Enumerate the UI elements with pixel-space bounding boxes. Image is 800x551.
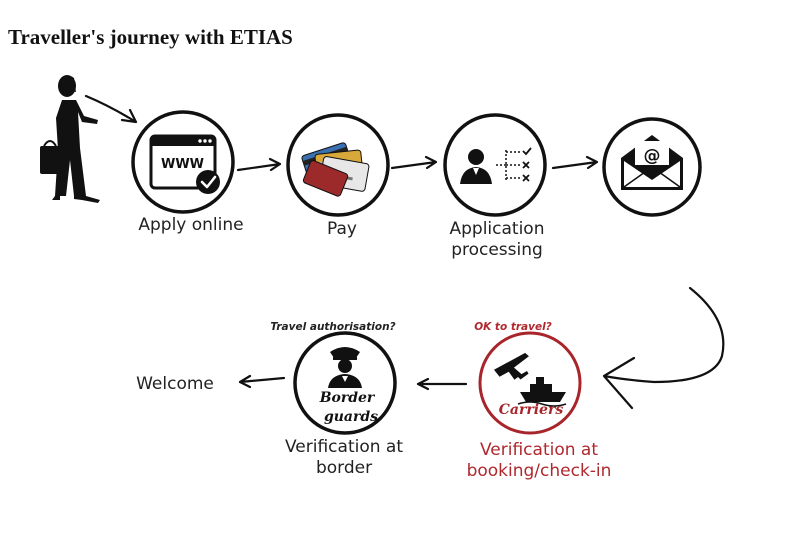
processing-label-line2: processing (451, 240, 543, 260)
person-checklist-icon (460, 147, 532, 184)
email-envelope-icon: @ (621, 135, 683, 190)
carriers-label-line2: booking/check-in (467, 461, 612, 481)
www-text: WWW (161, 157, 204, 172)
apply-online-label: Apply online (138, 215, 243, 235)
processing-circle (443, 113, 547, 217)
browser-check-icon: WWW (149, 134, 220, 194)
plane-ship-icon (493, 352, 567, 407)
border-text-line1: Border (319, 390, 376, 406)
arrow-apply-to-pay (236, 157, 282, 172)
carriers-text: Carriers (499, 402, 564, 418)
pay-label: Pay (327, 219, 357, 239)
border-officer-icon (328, 347, 362, 388)
arrow-border-to-welcome (238, 374, 286, 389)
arrow-email-to-carriers (602, 286, 725, 410)
diagram-title: Traveller's journey with ETIAS (8, 25, 293, 49)
ok-to-travel-note: OK to travel? (474, 321, 552, 333)
carriers-label-line1: Verification at (480, 440, 598, 460)
credit-cards-icon (301, 142, 370, 197)
arrow-carriers-to-border (416, 377, 468, 391)
arrow-processing-to-email (551, 155, 599, 170)
processing-label-line1: Application (450, 219, 545, 239)
arrow-traveller-to-apply (84, 94, 138, 124)
border-label-line1: Verification at (285, 437, 403, 457)
at-sign-text: @ (644, 146, 661, 166)
border-text-line2: guards (324, 409, 378, 425)
carriers-circle (478, 331, 582, 435)
travel-authorisation-note: Travel authorisation? (270, 321, 395, 333)
border-label-line2: border (316, 458, 372, 478)
welcome-label: Welcome (136, 374, 214, 394)
arrow-pay-to-processing (390, 155, 438, 170)
traveller-silhouette-icon (40, 75, 100, 203)
